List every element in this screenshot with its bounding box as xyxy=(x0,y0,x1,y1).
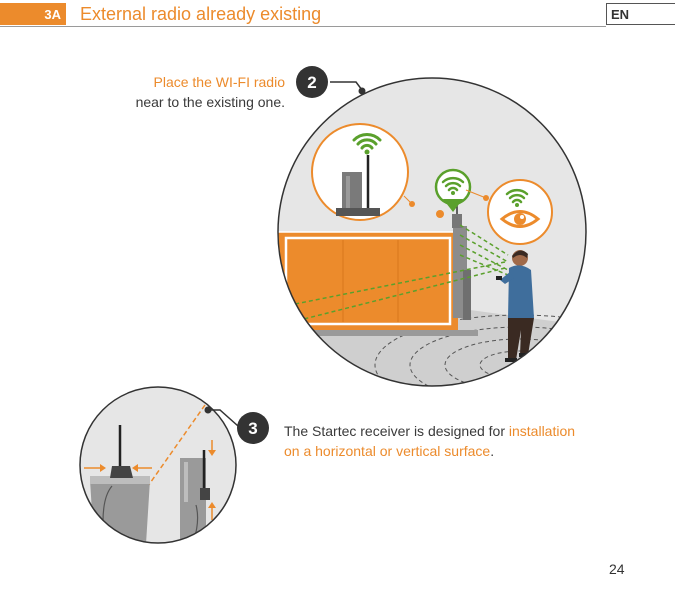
step-2-line-2: near to the existing one. xyxy=(135,94,285,110)
wifi-location-pin xyxy=(434,168,472,212)
step-2-number: 2 xyxy=(307,73,316,92)
page-header: 3A External radio already existing EN xyxy=(0,0,675,30)
sliding-gate xyxy=(278,231,458,330)
step-3-text-end: . xyxy=(490,443,495,459)
person-with-remote xyxy=(496,250,534,362)
step-3-instruction: The Startec receiver is designed for ins… xyxy=(284,421,575,461)
eye-icon xyxy=(499,210,541,228)
section-badge: 3A xyxy=(0,3,66,25)
step-3-highlight-2: on a horizontal or vertical surface xyxy=(284,443,491,459)
page-number: 24 xyxy=(609,561,625,577)
header-divider xyxy=(0,26,606,27)
step-2-badge: 2 xyxy=(296,66,328,98)
step-3-text-plain: The Startec receiver is designed for xyxy=(284,423,509,439)
language-label: EN xyxy=(606,3,675,25)
visibility-inset xyxy=(487,179,553,245)
radio-device-inset xyxy=(311,123,409,221)
step-2-line-1: Place the WI-FI radio xyxy=(153,74,286,90)
step-3-number: 3 xyxy=(248,419,257,438)
wifi-icon xyxy=(352,133,382,150)
step-3-badge: 3 xyxy=(237,412,269,444)
page-title: External radio already existing xyxy=(80,4,322,24)
wifi-icon xyxy=(441,177,465,192)
step-3-highlight-1: installation xyxy=(508,423,576,439)
mounting-scene xyxy=(79,386,237,544)
step-2-instruction: Place the WI-FI radio near to the existi… xyxy=(136,72,285,112)
gate-scene xyxy=(277,77,587,387)
wifi-icon xyxy=(505,189,529,204)
